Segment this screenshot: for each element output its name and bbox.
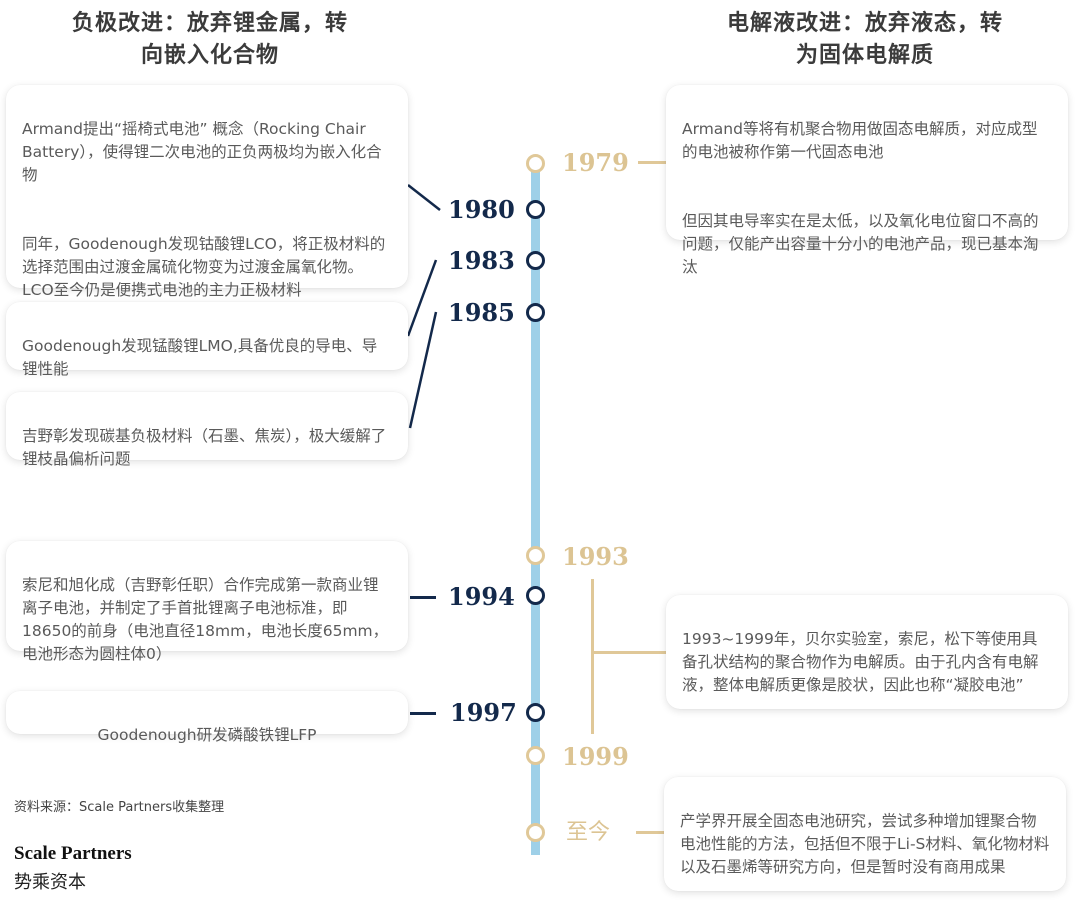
connector-1979 <box>638 161 666 164</box>
event-text: 但因其电导率实在是太低，以及氧化电位窗口不高的问题，仅能产出容量十分小的电池产品… <box>682 212 1039 276</box>
event-text: 同年，Goodenough发现钴酸锂LCO，将正极材料的选择范围由过渡金属硫化物… <box>22 235 386 299</box>
connector-1983 <box>406 259 438 337</box>
connector-present <box>636 831 666 834</box>
event-card-present: 产学界开展全固态电池研究，尝试多种增加锂聚合物电池性能的方法，包括但不限于Li-… <box>664 777 1066 891</box>
bracket-1993-1999 <box>591 579 594 734</box>
connector-1994 <box>410 596 436 599</box>
event-text: Goodenough研发磷酸铁锂LFP <box>97 726 317 744</box>
event-card-1997: Goodenough研发磷酸铁锂LFP <box>6 691 408 744</box>
timeline-node-1985 <box>526 303 545 322</box>
connector-1997 <box>410 712 436 715</box>
right-column-heading: 电解液改进：放弃液态，转 为固体电解质 <box>726 11 1003 68</box>
timeline-node-1980 <box>526 200 545 219</box>
timeline-node-1994 <box>526 586 545 605</box>
event-text: 吉野彰发现碳基负极材料（石墨、焦炭），极大缓解了锂枝晶偏析问题 <box>22 427 387 468</box>
event-card-1985: 吉野彰发现碳基负极材料（石墨、焦炭），极大缓解了锂枝晶偏析问题 <box>6 392 408 468</box>
event-text: 索尼和旭化成（吉野彰任职）合作完成第一款商业锂离子电池，并制定了手首批锂离子电池… <box>22 576 389 663</box>
timeline-node-present <box>526 823 545 842</box>
event-card-1983: Goodenough发现锰酸锂LMO,具备优良的导电、导锂性能 <box>6 302 408 378</box>
left-column-heading: 负极改进：放弃锂金属，转 向嵌入化合物 <box>71 11 348 68</box>
year-label-1994: 1994 <box>448 582 515 611</box>
year-label-1980: 1980 <box>448 195 515 224</box>
event-text: Armand等将有机聚合物用做固态电解质，对应成型的电池被称作第一代固态电池 <box>682 120 1038 161</box>
event-text: Goodenough发现锰酸锂LMO,具备优良的导电、导锂性能 <box>22 337 378 378</box>
event-card-1993-1999: 1993~1999年，贝尔实验室，索尼，松下等使用具备孔状结构的聚合物作为电解质… <box>666 595 1068 709</box>
event-text: 产学界开展全固态电池研究，尝试多种增加锂聚合物电池性能的方法，包括但不限于Li-… <box>680 812 1050 876</box>
timeline-node-1999 <box>526 746 545 765</box>
timeline-node-1983 <box>526 251 545 270</box>
year-label-1993: 1993 <box>562 542 629 571</box>
event-card-1979: Armand等将有机聚合物用做固态电解质，对应成型的电池被称作第一代固态电池 但… <box>666 85 1068 276</box>
event-card-1980: Armand提出“摇椅式电池” 概念（Rocking Chair Battery… <box>6 85 408 299</box>
timeline-node-1993 <box>526 546 545 565</box>
event-card-1994: 索尼和旭化成（吉野彰任职）合作完成第一款商业锂离子电池，并制定了手首批锂离子电池… <box>6 541 408 663</box>
year-label-present: 至今 <box>566 820 611 845</box>
timeline-node-1997 <box>526 703 545 722</box>
source-note: 资料来源：Scale Partners收集整理 <box>14 800 225 815</box>
year-label-1997: 1997 <box>450 698 517 727</box>
event-text: Armand提出“摇椅式电池” 概念（Rocking Chair Battery… <box>22 120 382 184</box>
year-label-1985: 1985 <box>448 298 515 327</box>
brand-name-en: Scale Partners <box>14 843 132 864</box>
brand-name-cn: 势乘资本 <box>14 872 86 893</box>
year-label-1999: 1999 <box>562 742 629 771</box>
event-text: 1993~1999年，贝尔实验室，索尼，松下等使用具备孔状结构的聚合物作为电解质… <box>682 630 1039 694</box>
connector-1985 <box>408 311 438 429</box>
connector-1980 <box>407 184 441 211</box>
timeline-spine <box>531 172 540 855</box>
bracket-connector <box>592 651 666 654</box>
year-label-1979: 1979 <box>562 148 629 177</box>
year-label-1983: 1983 <box>448 246 515 275</box>
timeline-node-1979 <box>526 154 545 173</box>
